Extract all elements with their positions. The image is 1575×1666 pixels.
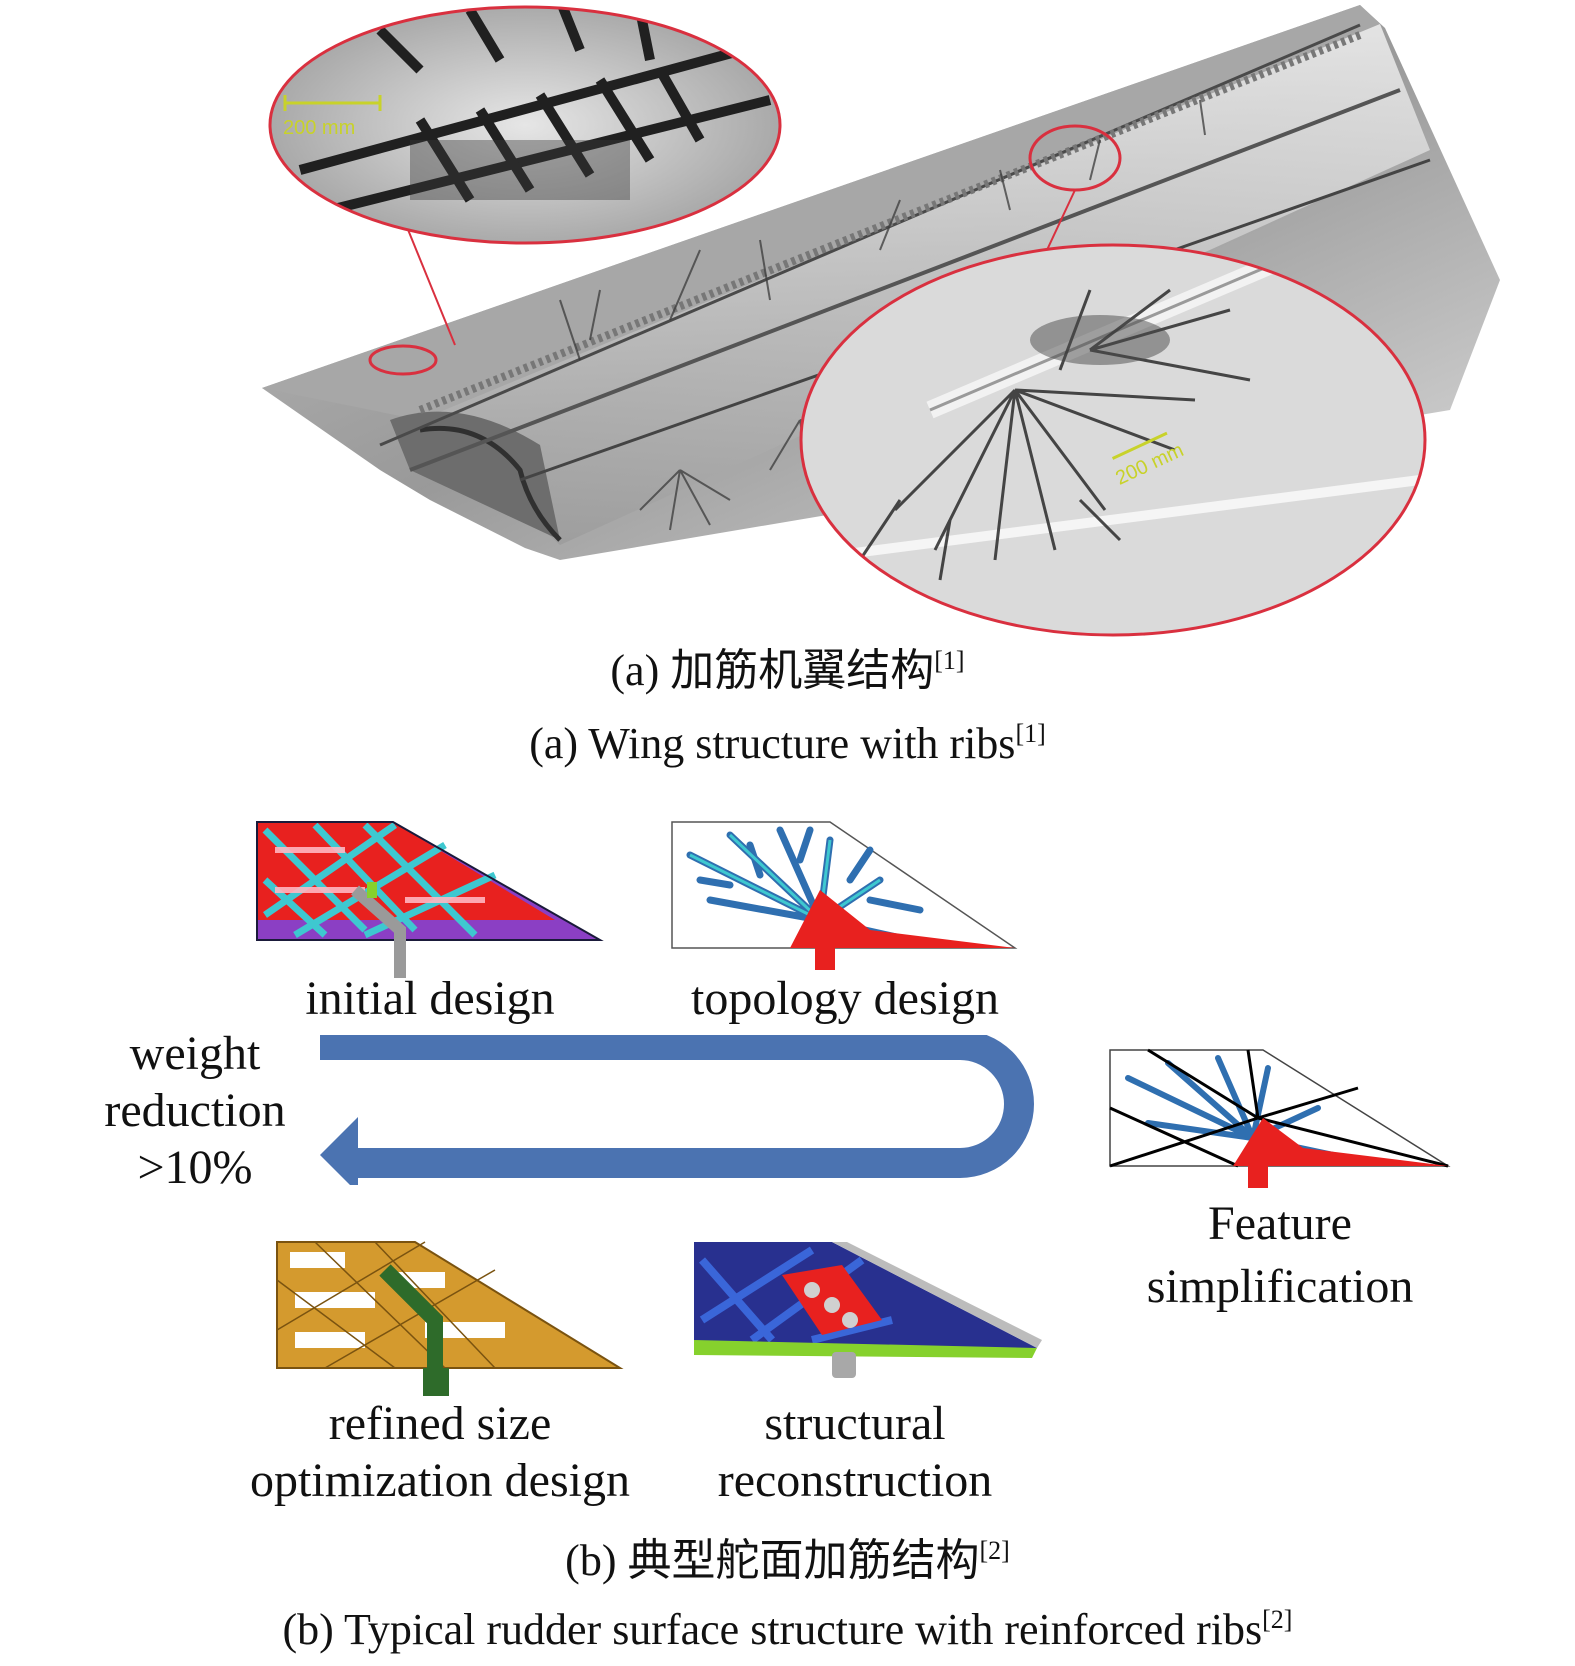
structural-reconstruction-image [694, 1242, 1042, 1378]
wing-structure-image: 200 mm 200 mm [262, 5, 1500, 637]
ref-a-en: [1] [1015, 719, 1046, 748]
label-topology-design: topology design [691, 972, 999, 1025]
callout-lens-bottom: 200 mm [799, 243, 1427, 637]
weight-line2: reduction [104, 1084, 286, 1137]
initial-design-image [256, 821, 604, 978]
topology-design-image [671, 821, 1018, 970]
label-initial-design: initial design [305, 972, 555, 1025]
flow-arrow [320, 1035, 1034, 1185]
refined-size-design-image [276, 1241, 624, 1396]
label-refined-line1: refined size [328, 1397, 552, 1450]
caption-b-en: (b) Typical rudder surface structure wit… [282, 1605, 1293, 1654]
caption-a-cn: (a) 加筋机翼结构[1] [610, 646, 965, 695]
label-structural-line1: structural [764, 1397, 946, 1450]
scale-bar-top: 200 mm [283, 117, 355, 139]
ref-b-cn: [2] [979, 1536, 1010, 1565]
label-feature-line2: simplification [1146, 1260, 1414, 1313]
label-refined-line2: optimization design [250, 1454, 630, 1507]
feature-simplification-image [1109, 1048, 1451, 1188]
caption-a-en: (a) Wing structure with ribs[1] [529, 719, 1046, 768]
caption-b-cn: (b) 典型舵面加筋结构[2] [565, 1536, 1010, 1585]
ref-a-cn: [1] [934, 646, 965, 675]
callout-lens-top: 200 mm [268, 5, 782, 245]
weight-line3: >10% [137, 1141, 253, 1194]
label-structural-line2: reconstruction [717, 1454, 993, 1507]
weight-line1: weight [129, 1027, 261, 1080]
ref-b-en: [2] [1262, 1605, 1293, 1634]
label-feature-line1: Feature [1208, 1197, 1352, 1250]
